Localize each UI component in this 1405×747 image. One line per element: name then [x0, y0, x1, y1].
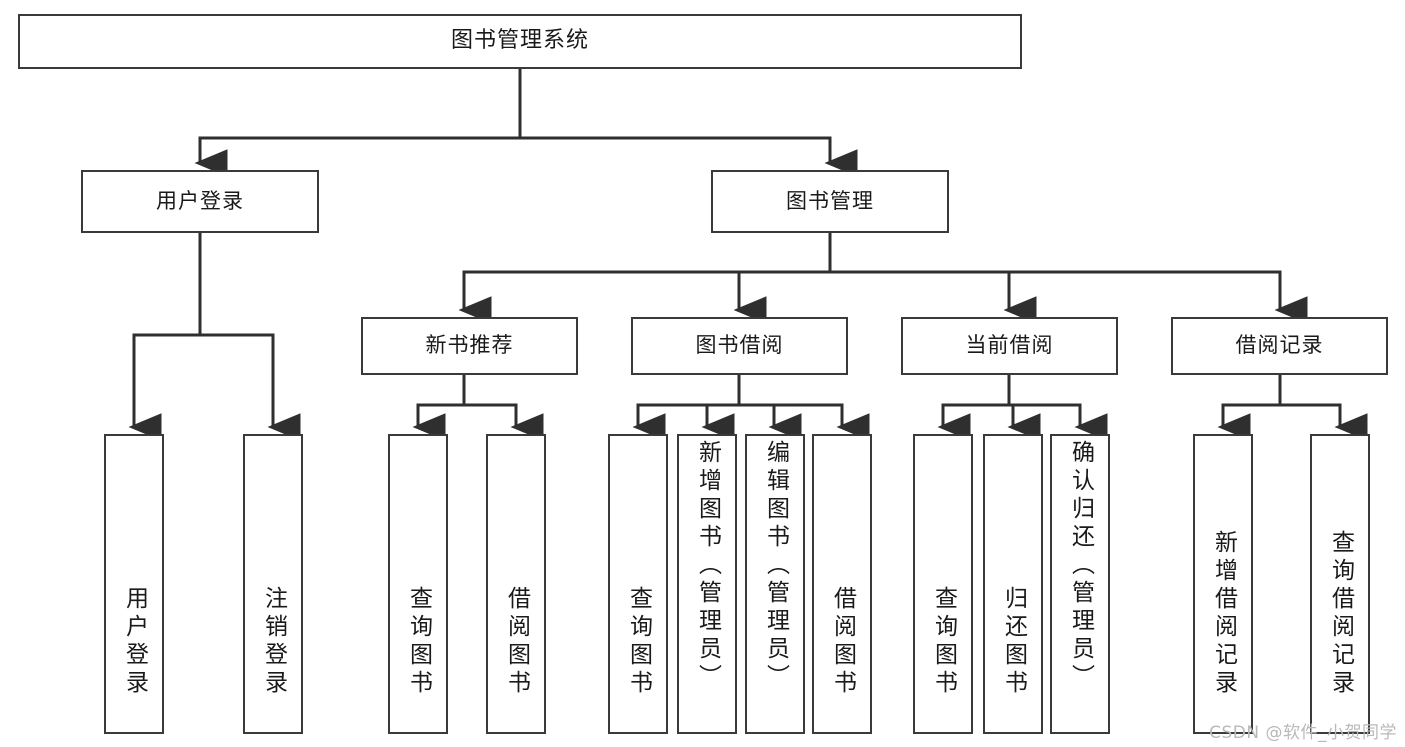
node-label: 借阅图书: [503, 586, 530, 698]
node-label: 当前借阅: [965, 333, 1054, 358]
node-label: 用户登录: [121, 586, 148, 698]
leaf-new-book-borrow[interactable]: 借阅图书: [486, 434, 546, 734]
leaf-borrow-edit-book-admin[interactable]: 编辑图书（管理员）: [745, 434, 805, 734]
node-label: 查询图书: [625, 586, 652, 698]
node-label: 新增借阅记录: [1210, 530, 1237, 698]
node-label: 图书管理: [786, 188, 874, 213]
node-label: 查询借阅记录: [1327, 530, 1354, 698]
node-label: 查询图书: [930, 586, 957, 698]
node-label: 确认归还（管理员）: [1067, 440, 1094, 692]
node-label: 图书借阅: [695, 333, 784, 358]
watermark: CSDN @软件_小贺同学: [1209, 723, 1397, 743]
node-label: 新书推荐: [425, 333, 514, 358]
node-label: 用户登录: [156, 188, 244, 213]
leaf-record-query-record[interactable]: 查询借阅记录: [1310, 434, 1370, 734]
node-current-borrow[interactable]: 当前借阅: [901, 317, 1118, 375]
node-borrow-record[interactable]: 借阅记录: [1171, 317, 1388, 375]
node-new-book-recommend[interactable]: 新书推荐: [361, 317, 578, 375]
leaf-user-login-logout[interactable]: 注销登录: [243, 434, 303, 734]
node-label: 查询图书: [405, 586, 432, 698]
node-label: 借阅记录: [1235, 333, 1324, 358]
leaf-new-book-query[interactable]: 查询图书: [388, 434, 448, 734]
leaf-record-add-record[interactable]: 新增借阅记录: [1193, 434, 1253, 734]
leaf-borrow-query-book[interactable]: 查询图书: [608, 434, 668, 734]
node-label: 编辑图书（管理员）: [762, 440, 789, 692]
leaf-borrow-add-book-admin[interactable]: 新增图书（管理员）: [677, 434, 737, 734]
node-user-login[interactable]: 用户登录: [81, 170, 319, 233]
node-label: 注销登录: [260, 586, 287, 698]
node-label: 新增图书（管理员）: [694, 440, 721, 692]
node-label: 借阅图书: [829, 586, 856, 698]
node-book-management[interactable]: 图书管理: [711, 170, 949, 233]
leaf-current-query-book[interactable]: 查询图书: [913, 434, 973, 734]
node-label: 图书管理系统: [450, 28, 589, 54]
leaf-borrow-borrow-book[interactable]: 借阅图书: [812, 434, 872, 734]
leaf-user-login-login[interactable]: 用户登录: [104, 434, 164, 734]
node-root-book-management-system[interactable]: 图书管理系统: [18, 14, 1022, 69]
node-book-borrow[interactable]: 图书借阅: [631, 317, 848, 375]
leaf-current-confirm-return-admin[interactable]: 确认归还（管理员）: [1050, 434, 1110, 734]
leaf-current-return-book[interactable]: 归还图书: [983, 434, 1043, 734]
node-label: 归还图书: [1000, 586, 1027, 698]
